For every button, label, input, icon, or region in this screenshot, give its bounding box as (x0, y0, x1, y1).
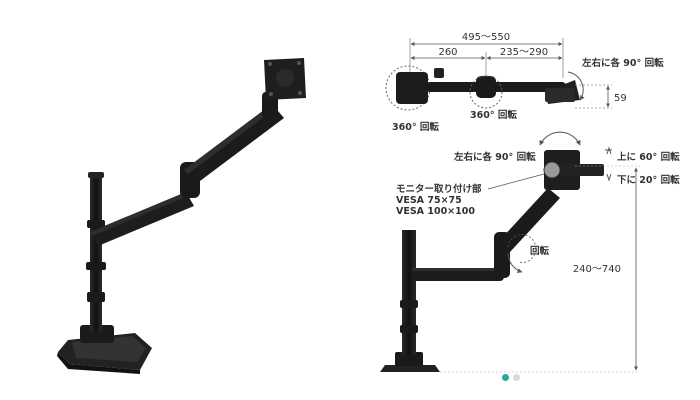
carousel-dot-1[interactable] (502, 374, 509, 381)
label-base-rotation: 360° 回転 (392, 121, 439, 133)
label-mount: モニター取り付け部 (396, 183, 482, 195)
label-joint-rotation: 360° 回転 (470, 109, 517, 121)
carousel-dot-2[interactable] (513, 374, 520, 381)
label-tilt-up: 上に 60° 回転 (617, 151, 680, 163)
label-vesa-large: VESA 100×100 (396, 206, 475, 217)
label-arm-rotation: 回転 (530, 245, 550, 257)
dim-segment-b: 235～290 (500, 47, 548, 58)
dim-segment-a: 260 (438, 47, 457, 58)
dim-overall-reach: 495～550 (462, 32, 510, 43)
label-vesa-small: VESA 75×75 (396, 195, 462, 206)
monitor-arm-photo (57, 58, 306, 374)
label-head-swivel-side: 左右に各 90° 回転 (453, 151, 536, 163)
label-head-swivel-top: 左右に各 90° 回転 (581, 57, 664, 69)
side-view-diagram: 左右に各 90° 回転 上に 60° 回転 下に 20° 回転 モニター取り付け… (380, 131, 680, 373)
carousel-indicator (502, 374, 520, 381)
label-tilt-down: 下に 20° 回転 (617, 174, 680, 186)
dim-height-range: 240～740 (573, 264, 621, 275)
dim-clamp-height: 59 (614, 93, 627, 104)
top-view-diagram: 495～550 260 235～290 59 左右に各 90° 回転 360° … (385, 32, 664, 133)
